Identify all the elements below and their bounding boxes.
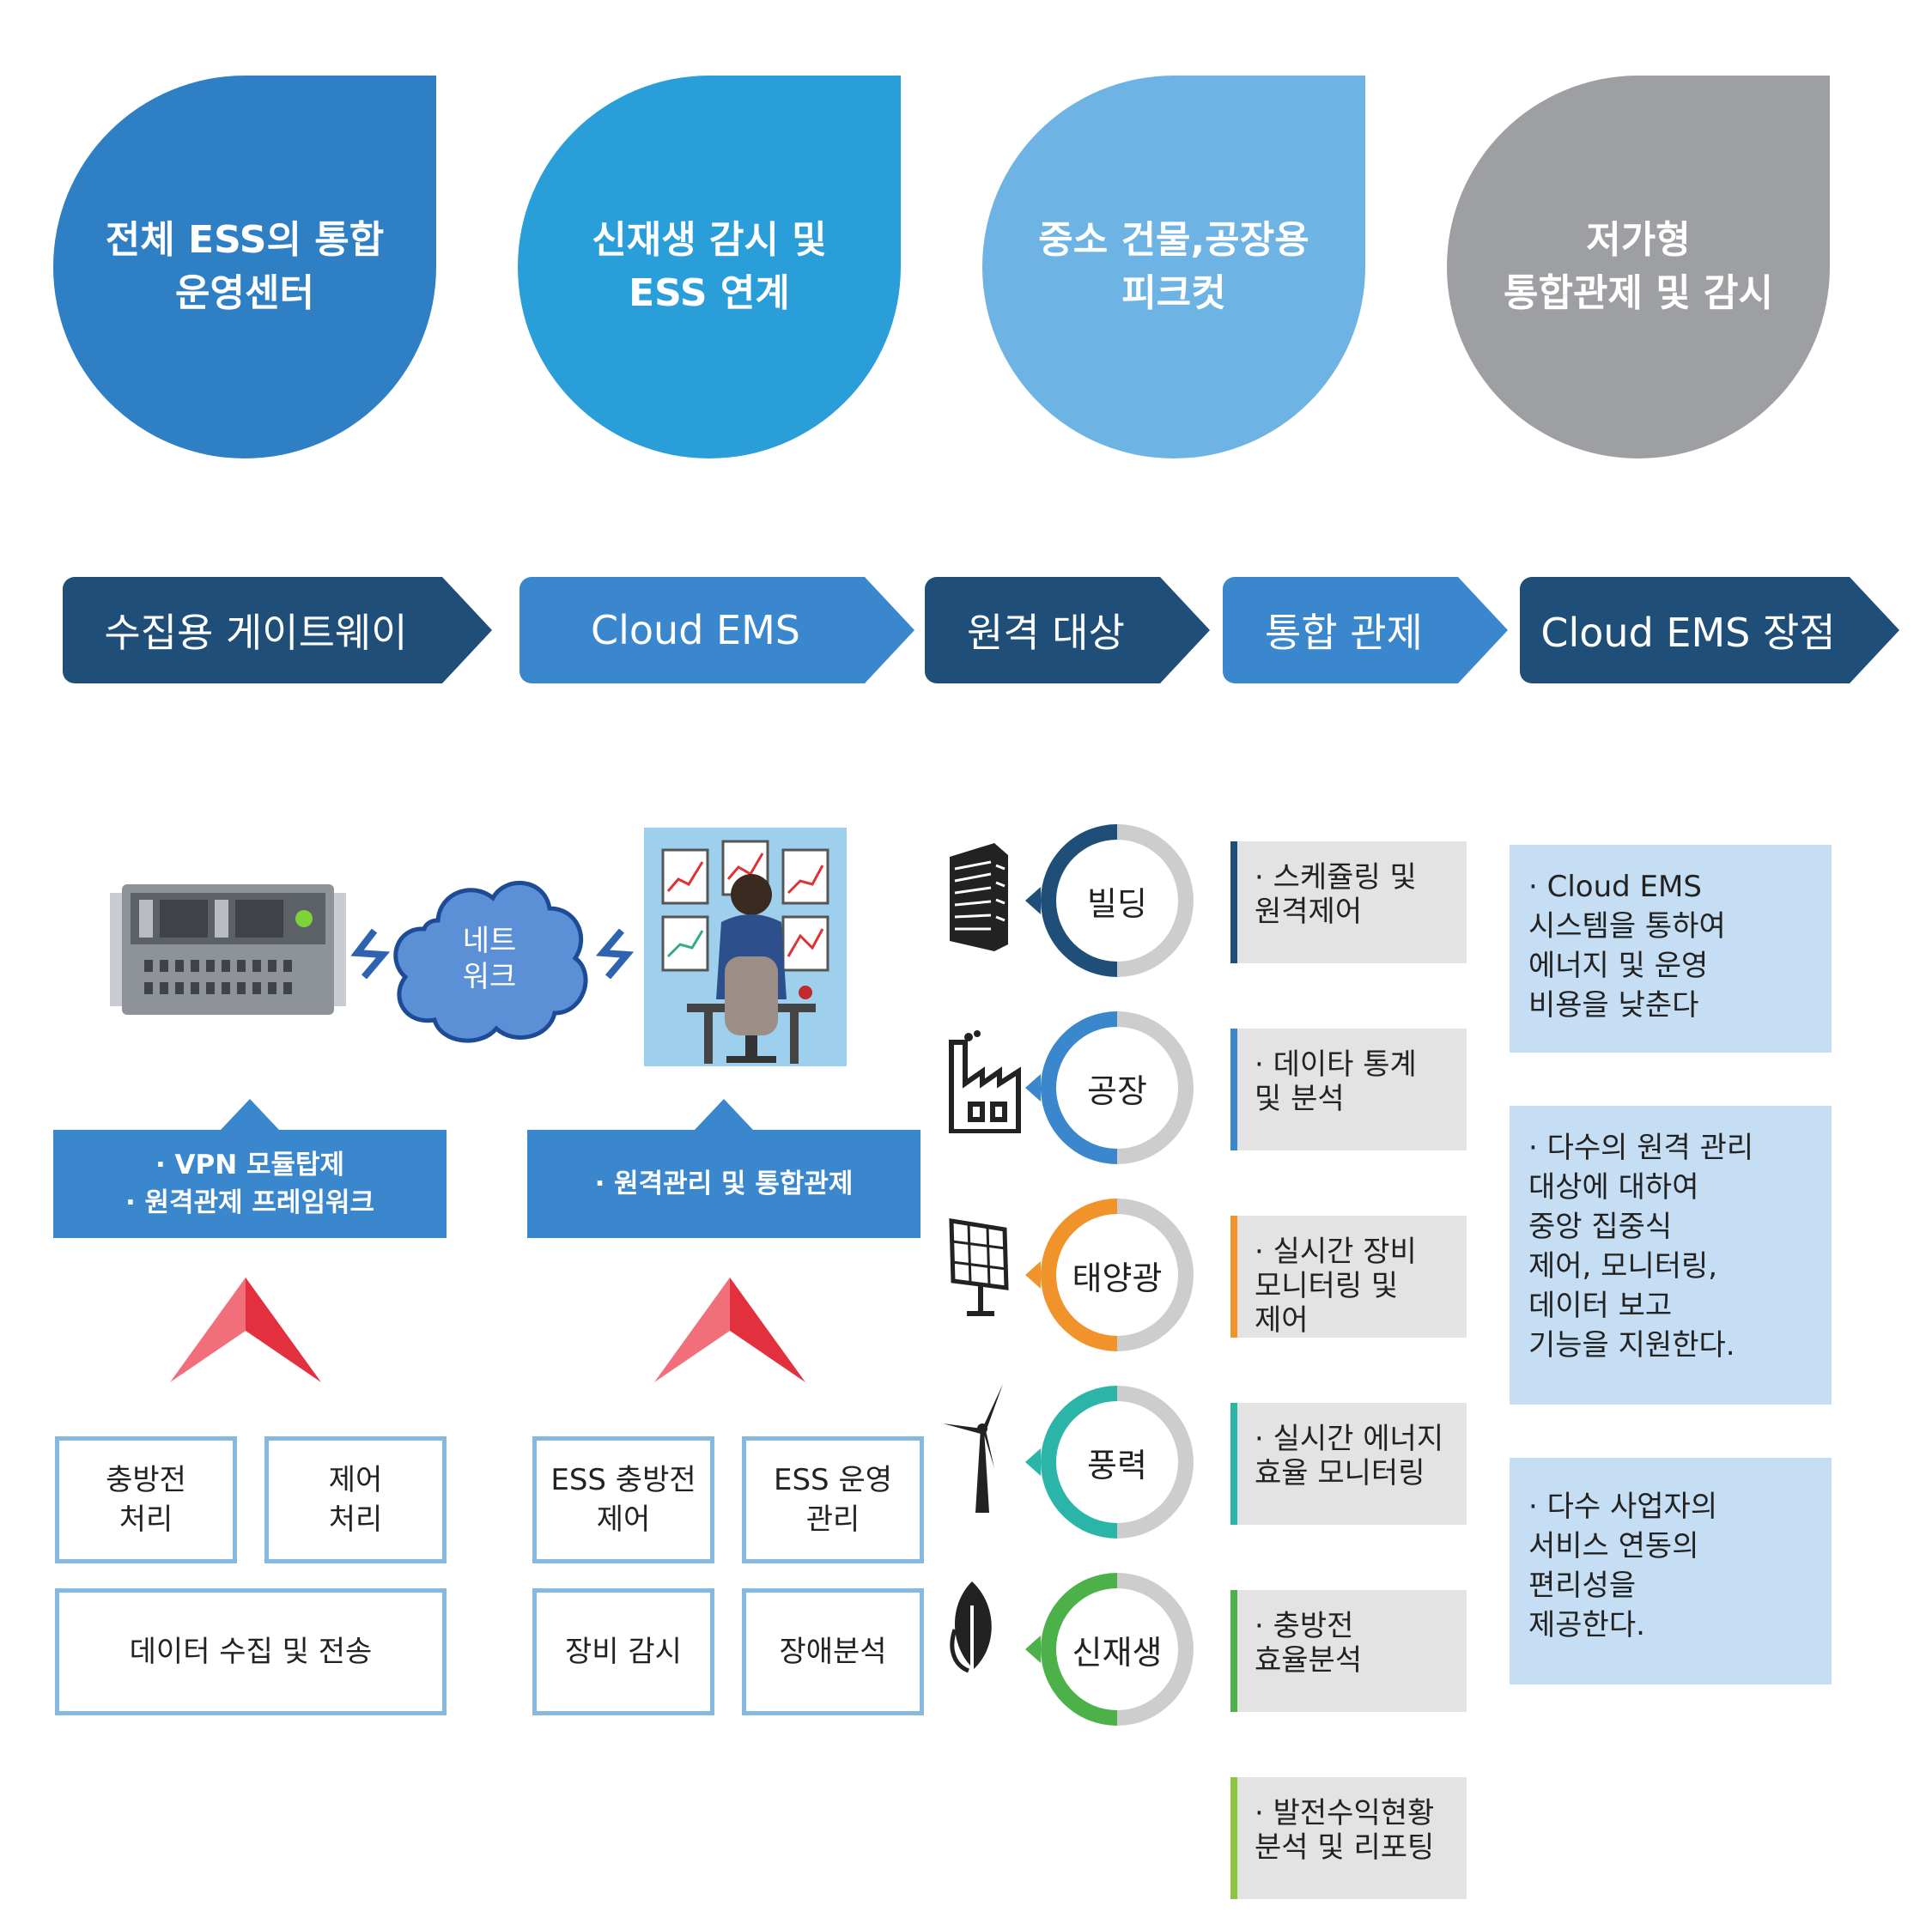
header-gateway: 수집용 게이트웨이 bbox=[63, 577, 492, 683]
advantage-cost-reduction: · Cloud EMS 시스템을 통하여 에너지 및 운영 비용을 낮춘다 bbox=[1510, 845, 1832, 1053]
feature-generation-revenue-report: · 발전수익현황 분석 및 리포팅 bbox=[1230, 1777, 1467, 1899]
gateway-features-callout: · VPN 모듈탑제 · 원격관제 프레임워크 bbox=[53, 1099, 447, 1238]
feature-realtime-energy-efficiency: · 실시간 에너지 효율 모니터링 bbox=[1230, 1403, 1467, 1525]
drop-peak-cut: 중소 건물,공장용 피크컷 bbox=[982, 76, 1365, 458]
control-processing-box: 제어 처리 bbox=[264, 1436, 447, 1563]
up-arrow-right bbox=[654, 1278, 805, 1382]
advantage-service-integration: · 다수 사업자의 서비스 연동의 편리성을 제공한다. bbox=[1510, 1458, 1832, 1684]
header-cloud-ems: Cloud EMS bbox=[519, 577, 914, 683]
header-integrated-control: 통합 관제 bbox=[1223, 577, 1508, 683]
drop-low-cost-monitoring: 저가형 통합관제 및 감시 bbox=[1447, 76, 1830, 458]
callout-vpn-module: · VPN 모듈탑제 bbox=[155, 1150, 345, 1180]
ring-pointer bbox=[1025, 1074, 1041, 1102]
target-label-renewable: 신재생 bbox=[1056, 1588, 1178, 1710]
ess-operation-box: ESS 운영 관리 bbox=[742, 1436, 924, 1563]
drop-renewable-monitoring: 신재생 감시 및 ESS 연계 bbox=[518, 76, 901, 458]
target-label-building: 빌딩 bbox=[1056, 840, 1178, 962]
feature-scheduling-remote-control: · 스케쥴링 및 원격제어 bbox=[1230, 841, 1467, 963]
target-label-factory: 공장 bbox=[1056, 1027, 1178, 1149]
feature-data-statistics: · 데이타 통계 및 분석 bbox=[1230, 1029, 1467, 1150]
callout-remote-framework: · 원격관제 프레임워크 bbox=[125, 1187, 375, 1218]
equipment-monitoring-box: 장비 감시 bbox=[532, 1588, 714, 1715]
feature-realtime-equipment-monitoring: · 실시간 장비 모니터링 및 제어 bbox=[1230, 1216, 1467, 1338]
target-label-wind: 풍력 bbox=[1056, 1401, 1178, 1523]
up-arrow-left bbox=[170, 1278, 321, 1382]
leaf-icon bbox=[950, 1581, 992, 1673]
callout-remote-management: · 원격관리 및 통합관제 bbox=[594, 1168, 854, 1199]
target-label-solar: 태양광 bbox=[1056, 1214, 1178, 1336]
advantage-centralized-control: · 다수의 원격 관리 대상에 대하여 중앙 집중식 제어, 모니터링, 데이터… bbox=[1510, 1106, 1832, 1405]
link-zigzag-left bbox=[350, 929, 391, 979]
target-ring-renewable: 신재생 bbox=[1025, 1573, 1194, 1726]
ems-features-callout: · 원격관리 및 통합관제 bbox=[527, 1099, 920, 1238]
header-cloud-ems-advantages: Cloud EMS 장점 bbox=[1520, 577, 1899, 683]
fault-analysis-box: 장애분석 bbox=[742, 1588, 924, 1715]
target-ring-wind: 풍력 bbox=[1025, 1386, 1194, 1539]
feature-charge-discharge-efficiency: · 충방전 효율분석 bbox=[1230, 1590, 1467, 1712]
target-ring-factory: 공장 bbox=[1025, 1011, 1194, 1164]
ess-charge-control-box: ESS 충방전 제어 bbox=[532, 1436, 714, 1563]
factory-icon bbox=[949, 1030, 1021, 1133]
operator-monitoring-illustration bbox=[644, 828, 847, 1066]
network-cloud-icon bbox=[393, 880, 588, 1043]
server-icon bbox=[110, 884, 346, 1015]
ring-pointer bbox=[1025, 1448, 1041, 1476]
network-label: 네트 워크 bbox=[462, 924, 517, 994]
charge-discharge-processing-box: 충방전 처리 bbox=[55, 1436, 237, 1563]
target-ring-building: 빌딩 bbox=[1025, 824, 1194, 977]
data-collection-box: 데이터 수집 및 전송 bbox=[55, 1588, 447, 1715]
drop-integrated-ops-center: 전체 ESS의 통합 운영센터 bbox=[53, 76, 436, 458]
header-remote-targets: 원격 대상 bbox=[925, 577, 1210, 683]
ring-pointer bbox=[1025, 1636, 1041, 1663]
building-icon bbox=[950, 843, 1008, 951]
ring-pointer bbox=[1025, 887, 1041, 914]
ring-pointer bbox=[1025, 1261, 1041, 1289]
link-zigzag-right bbox=[595, 929, 634, 979]
solar-panel-icon bbox=[949, 1218, 1009, 1316]
target-ring-solar: 태양광 bbox=[1025, 1199, 1194, 1351]
wind-turbine-icon bbox=[943, 1384, 1003, 1513]
